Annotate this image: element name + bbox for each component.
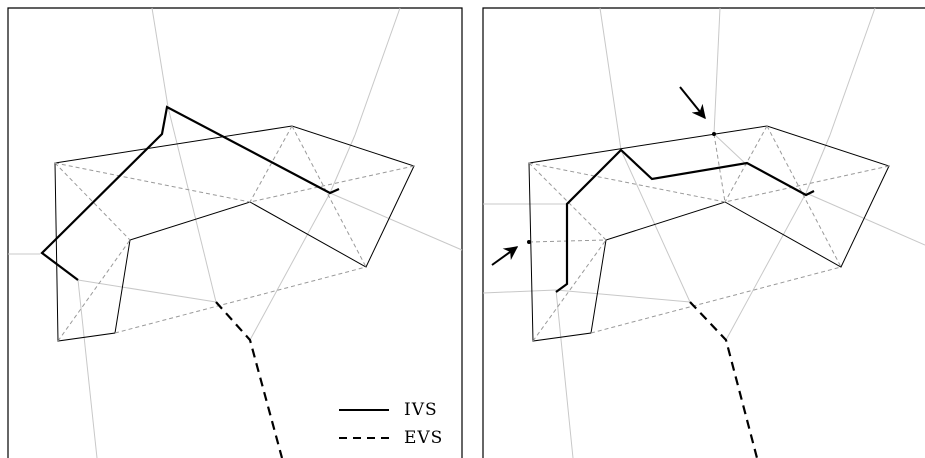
right-evs-path (689, 301, 759, 458)
left-gray-grid (8, 7, 463, 458)
left-panel-frame (7, 7, 463, 458)
right-panel-frame (482, 7, 925, 458)
left-outer-polygon (54, 125, 415, 342)
right-marked-point-left (527, 240, 531, 244)
legend-evs-label: EVS (404, 428, 443, 448)
right-arrow-top (679, 86, 706, 120)
right-dashed-triangulation (528, 125, 890, 342)
legend: IVS EVS (339, 400, 443, 448)
right-gray-grid (482, 7, 925, 458)
right-panel (482, 7, 925, 458)
left-panel: IVS EVS (7, 7, 463, 458)
left-ivs-path (40, 105, 340, 281)
legend-ivs-label: IVS (404, 400, 438, 420)
right-marked-point-top (712, 132, 716, 136)
left-evs-path (215, 301, 284, 458)
right-outer-polygon (528, 125, 890, 342)
right-arrow-left (491, 246, 519, 266)
right-ivs-path (555, 148, 815, 293)
left-dashed-triangulation (54, 125, 415, 342)
